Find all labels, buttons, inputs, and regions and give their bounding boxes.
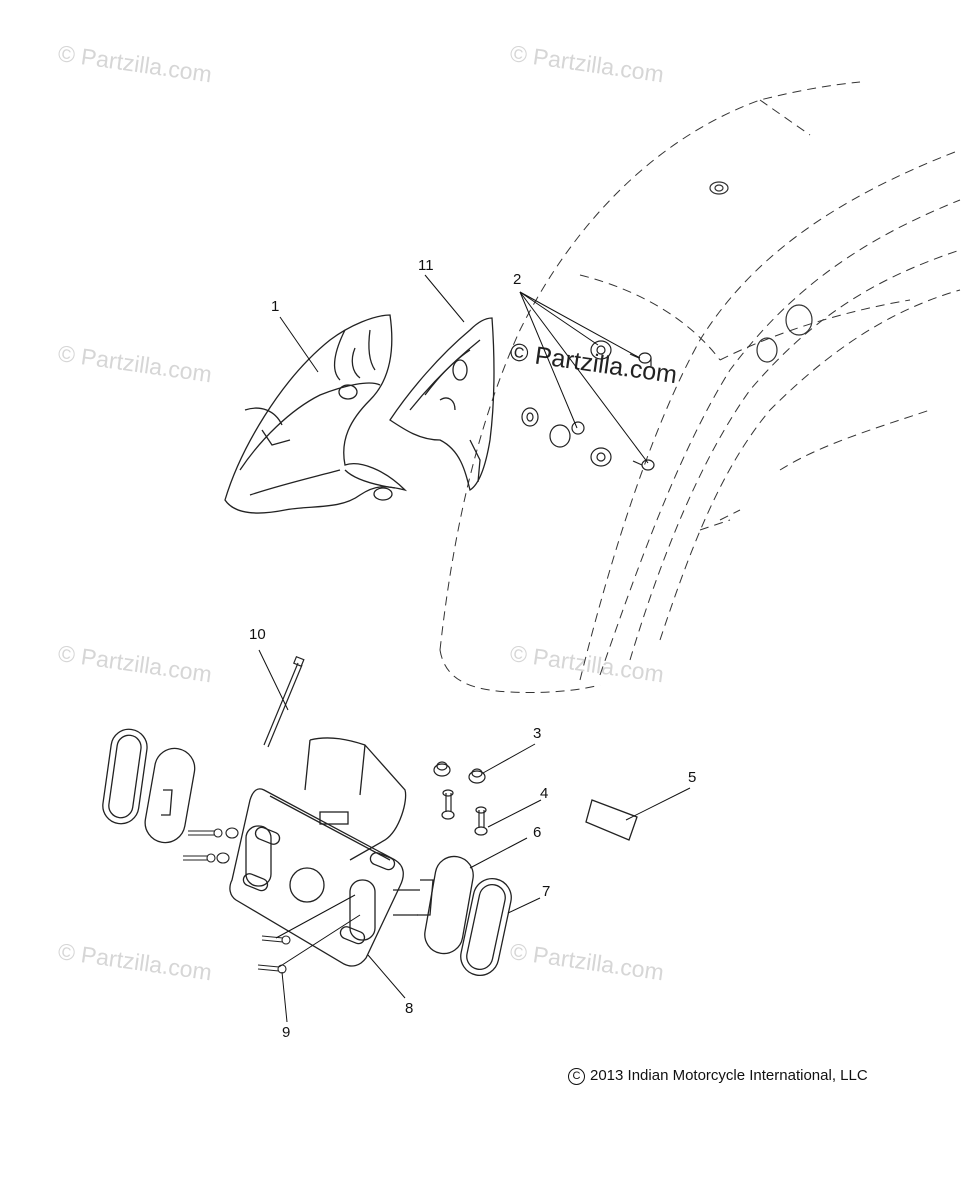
callout-1: 1 <box>271 298 280 315</box>
copyright-notice: C 2013 Indian Motorcycle International, L… <box>568 1067 868 1085</box>
callout-11: 11 <box>418 257 434 274</box>
callout-4: 4 <box>540 785 549 802</box>
reflector-bracket <box>144 747 196 844</box>
fender-bolt-hole <box>709 181 729 195</box>
fender-mount-hardware <box>521 340 655 471</box>
cable-tie <box>263 655 305 748</box>
leader-lines <box>258 274 691 1023</box>
callout-3: 3 <box>533 725 542 742</box>
license-plate-bracket <box>229 737 407 967</box>
callout-9: 9 <box>282 1024 291 1041</box>
callout-7: 7 <box>542 883 551 900</box>
copyright-icon: C <box>568 1068 585 1085</box>
screw <box>441 789 488 836</box>
rear-fender-outline <box>439 81 961 694</box>
reflector <box>102 728 148 825</box>
callout-8: 8 <box>405 1000 414 1017</box>
label <box>585 799 638 841</box>
callout-5: 5 <box>688 769 697 786</box>
reflector-bracket <box>393 855 474 955</box>
callout-2: 2 <box>513 271 522 288</box>
rear-fender-cover <box>224 314 408 514</box>
callout-10: 10 <box>249 626 266 643</box>
fender-grommet <box>785 304 813 336</box>
copyright-text: 2013 Indian Motorcycle International, LL… <box>590 1067 868 1084</box>
reflector <box>460 878 512 976</box>
nut <box>433 761 486 784</box>
fender-bolt-hole <box>714 184 724 192</box>
fender-cover-trim <box>389 317 495 492</box>
fender-grommet <box>756 337 778 363</box>
callout-6: 6 <box>533 824 542 841</box>
